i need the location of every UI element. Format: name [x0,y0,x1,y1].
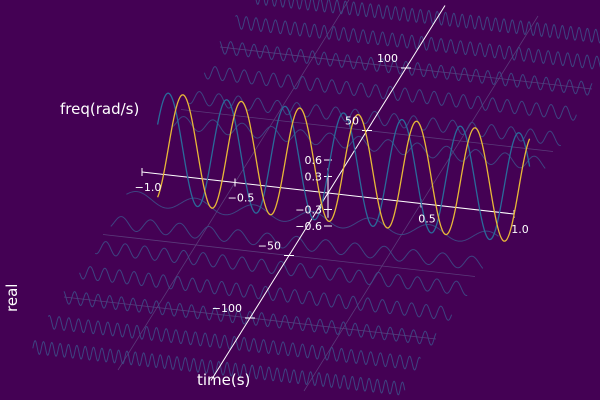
highlighted-waves [156,92,531,242]
x-tick-label: 1.0 [511,223,529,236]
background-wave-line [126,191,499,242]
background-waves [32,0,600,396]
background-wave-line [47,314,421,371]
background-wave-line [110,216,484,269]
z-tick-label: −0.6 [295,220,322,233]
z-tick-label: −0.3 [295,204,322,217]
z-axis-label: real [3,284,21,312]
series-line-sin [156,94,531,242]
background-wave-line [94,241,468,297]
y-axis-label: freq(rad/s) [60,100,139,118]
background-wave-line [32,340,406,396]
background-wave-line [203,66,577,121]
background-wave-line [188,91,561,147]
x-tick-label: 0.5 [418,213,436,226]
x-axis-label: time(s) [197,371,250,389]
y-tick-label: −50 [258,240,281,253]
tick-labels: −1.0 −0.5 0.5 1.0 100 50 −50 −100 0.6 0.3 −0.3 −0.6 [135,52,529,315]
background-wave-line [79,266,453,321]
background-wave-line [172,116,546,169]
x-tick-label: −1.0 [135,181,162,194]
z-tick-label: 0.6 [305,154,323,167]
x-tick-label: −0.5 [228,192,255,205]
z-tick-label: 0.3 [305,171,323,184]
background-wave-line [235,14,600,70]
y-tick-label: −100 [212,302,242,315]
y-tick-label: 50 [345,115,359,128]
background-wave-line [63,291,437,346]
background-wave-line [219,41,593,96]
y-tick-label: 100 [377,52,398,65]
background-wave-line [255,0,600,44]
